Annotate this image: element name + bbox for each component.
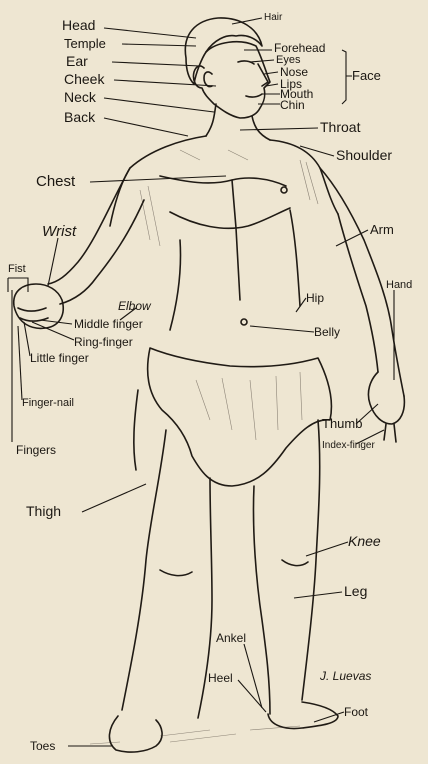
label-elbow: Elbow [118,299,152,313]
label-chest: Chest [36,173,76,190]
label-throat: Throat [320,119,361,135]
label-knee: Knee [348,533,381,549]
label-fist: Fist [8,263,26,275]
label-neck: Neck [64,89,97,105]
label-arm: Arm [370,222,394,237]
label-ear: Ear [66,53,88,69]
label-heel: Heel [208,671,233,685]
artist-signature: J. Luevas [319,669,371,683]
label-head: Head [62,17,95,33]
label-temple: Temple [64,36,106,51]
label-belly: Belly [314,325,340,339]
label-shoulder: Shoulder [336,147,392,163]
label-middle-finger: Middle finger [74,317,143,331]
label-ankle: Ankel [216,631,246,645]
label-thigh: Thigh [26,503,61,519]
label-face: Face [352,68,381,83]
label-hand: Hand [386,279,412,291]
label-chin: Chin [280,98,305,112]
label-back: Back [64,109,96,125]
label-finger-nail: Finger-nail [22,397,74,409]
label-hair: Hair [264,12,283,23]
label-foot: Foot [344,705,369,719]
label-thumb: Thumb [322,416,362,431]
label-toes: Toes [30,739,55,753]
label-hip: Hip [306,291,324,305]
label-wrist: Wrist [42,223,77,240]
label-forehead: Forehead [274,41,325,55]
label-cheek: Cheek [64,71,105,87]
label-fingers: Fingers [16,443,56,457]
label-ring-finger: Ring-finger [74,335,133,349]
label-leg: Leg [344,583,367,599]
label-little-finger: Little finger [30,351,89,365]
label-index-finger: Index-finger [322,440,375,451]
